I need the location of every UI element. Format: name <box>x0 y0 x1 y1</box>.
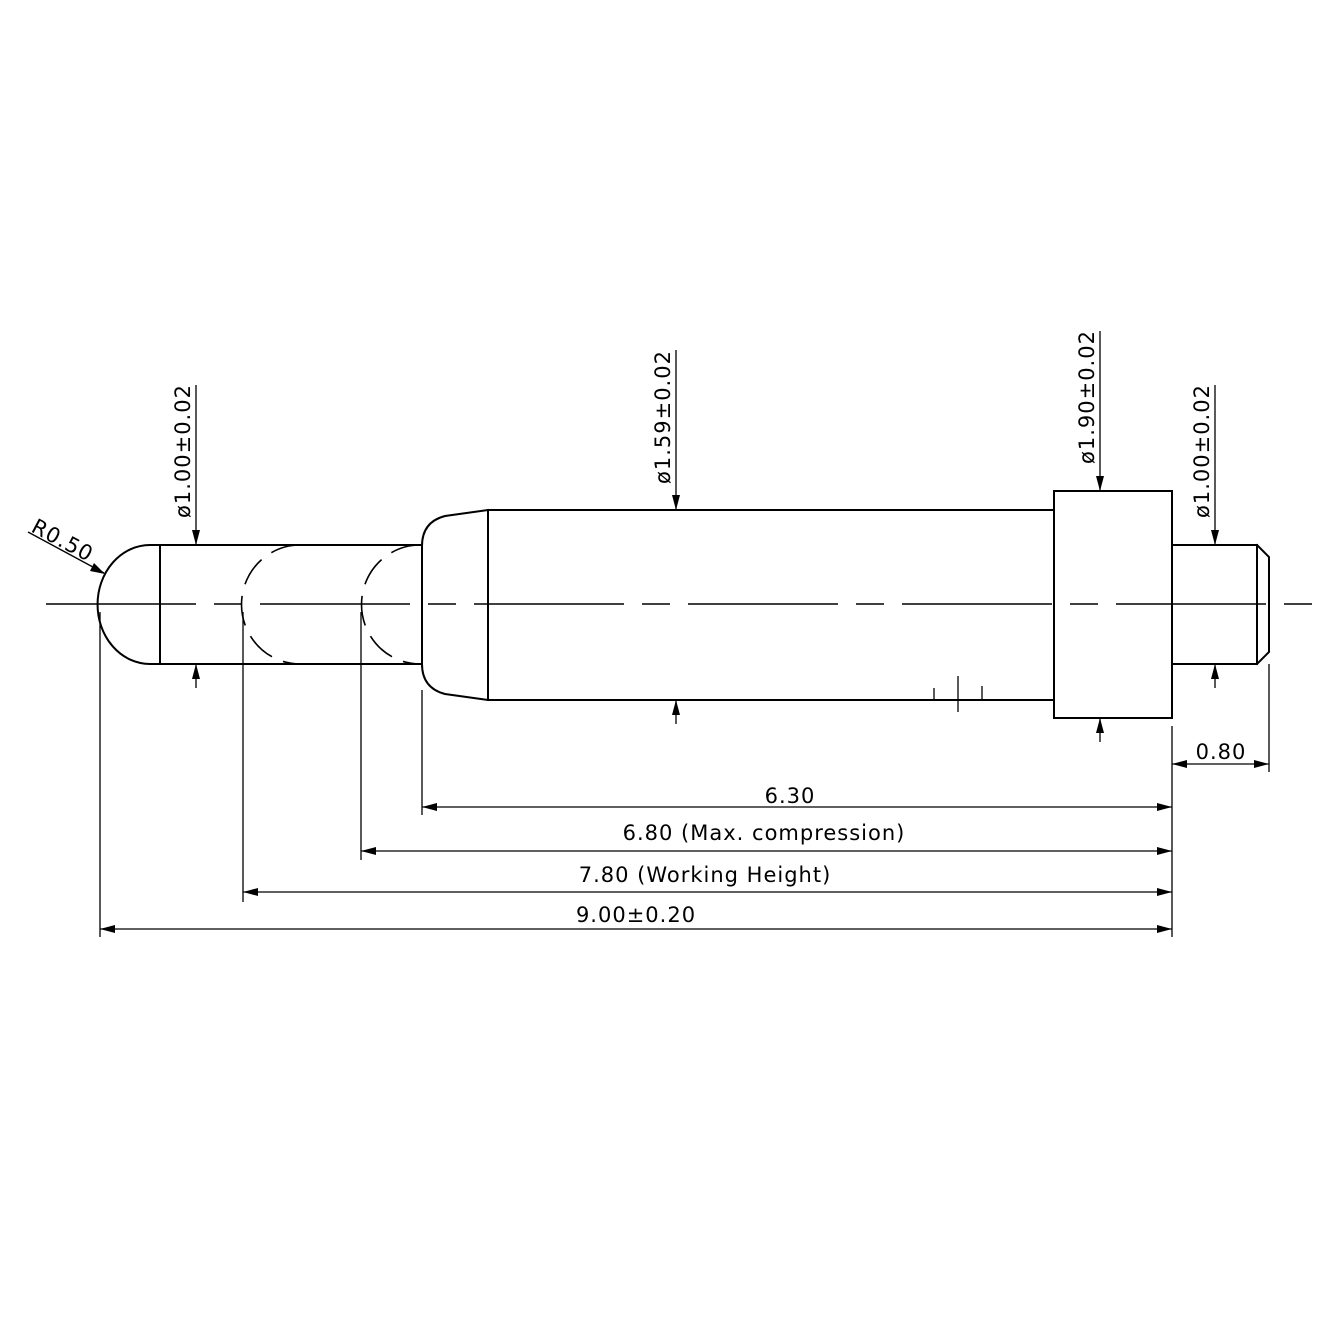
arrow-barrel-left <box>422 803 437 811</box>
label-dia-barrel: ø1.59±0.02 <box>651 350 675 484</box>
arrow-working-left <box>243 888 258 896</box>
label-dia-plunger: ø1.00±0.02 <box>171 384 195 518</box>
diameter-callouts: ø1.00±0.02 ø1.59±0.02 ø1.90±0.02 ø1.00±0… <box>171 330 1219 742</box>
arrow-radius <box>90 563 105 574</box>
arrow-tail-right <box>1254 760 1269 768</box>
tail-chamfer <box>1255 543 1270 666</box>
label-len-tail: 0.80 <box>1196 740 1247 764</box>
leader-radius <box>27 531 105 574</box>
arrow-dia-tail-bottom <box>1211 664 1219 679</box>
arrow-dia-tail-top <box>1211 530 1219 545</box>
arrow-tail-left <box>1172 760 1187 768</box>
label-len-max: 6.80 (Max. compression) <box>623 821 906 845</box>
label-radius: R0.50 <box>28 514 98 566</box>
arrow-dia-flange-bottom <box>1096 718 1104 733</box>
radius-callout: R0.50 <box>28 514 105 574</box>
arrow-dia-barrel-bottom <box>672 700 680 715</box>
label-dia-tail: ø1.00±0.02 <box>1190 384 1214 518</box>
arrow-max-left <box>361 847 376 855</box>
arrow-max-right <box>1157 847 1172 855</box>
length-dimensions: 0.80 6.30 6.80 (Max. compression) 7.80 (… <box>100 740 1269 933</box>
arrow-dia-plunger-top <box>192 530 200 545</box>
barrel-nose <box>421 508 490 702</box>
label-len-working: 7.80 (Working Height) <box>579 863 832 887</box>
arrow-dia-flange-top <box>1096 476 1104 491</box>
label-len-barrel: 6.30 <box>765 784 816 808</box>
label-dia-flange: ø1.90±0.02 <box>1075 330 1099 464</box>
extension-lines <box>99 612 1270 937</box>
arrow-barrel-right <box>1157 803 1172 811</box>
arrow-dia-barrel-top <box>672 495 680 510</box>
arrow-total-left <box>100 925 115 933</box>
arrow-working-right <box>1157 888 1172 896</box>
arrow-dia-plunger-bottom <box>192 664 200 679</box>
label-len-total: 9.00±0.20 <box>576 903 696 927</box>
arrow-total-right <box>1157 925 1172 933</box>
